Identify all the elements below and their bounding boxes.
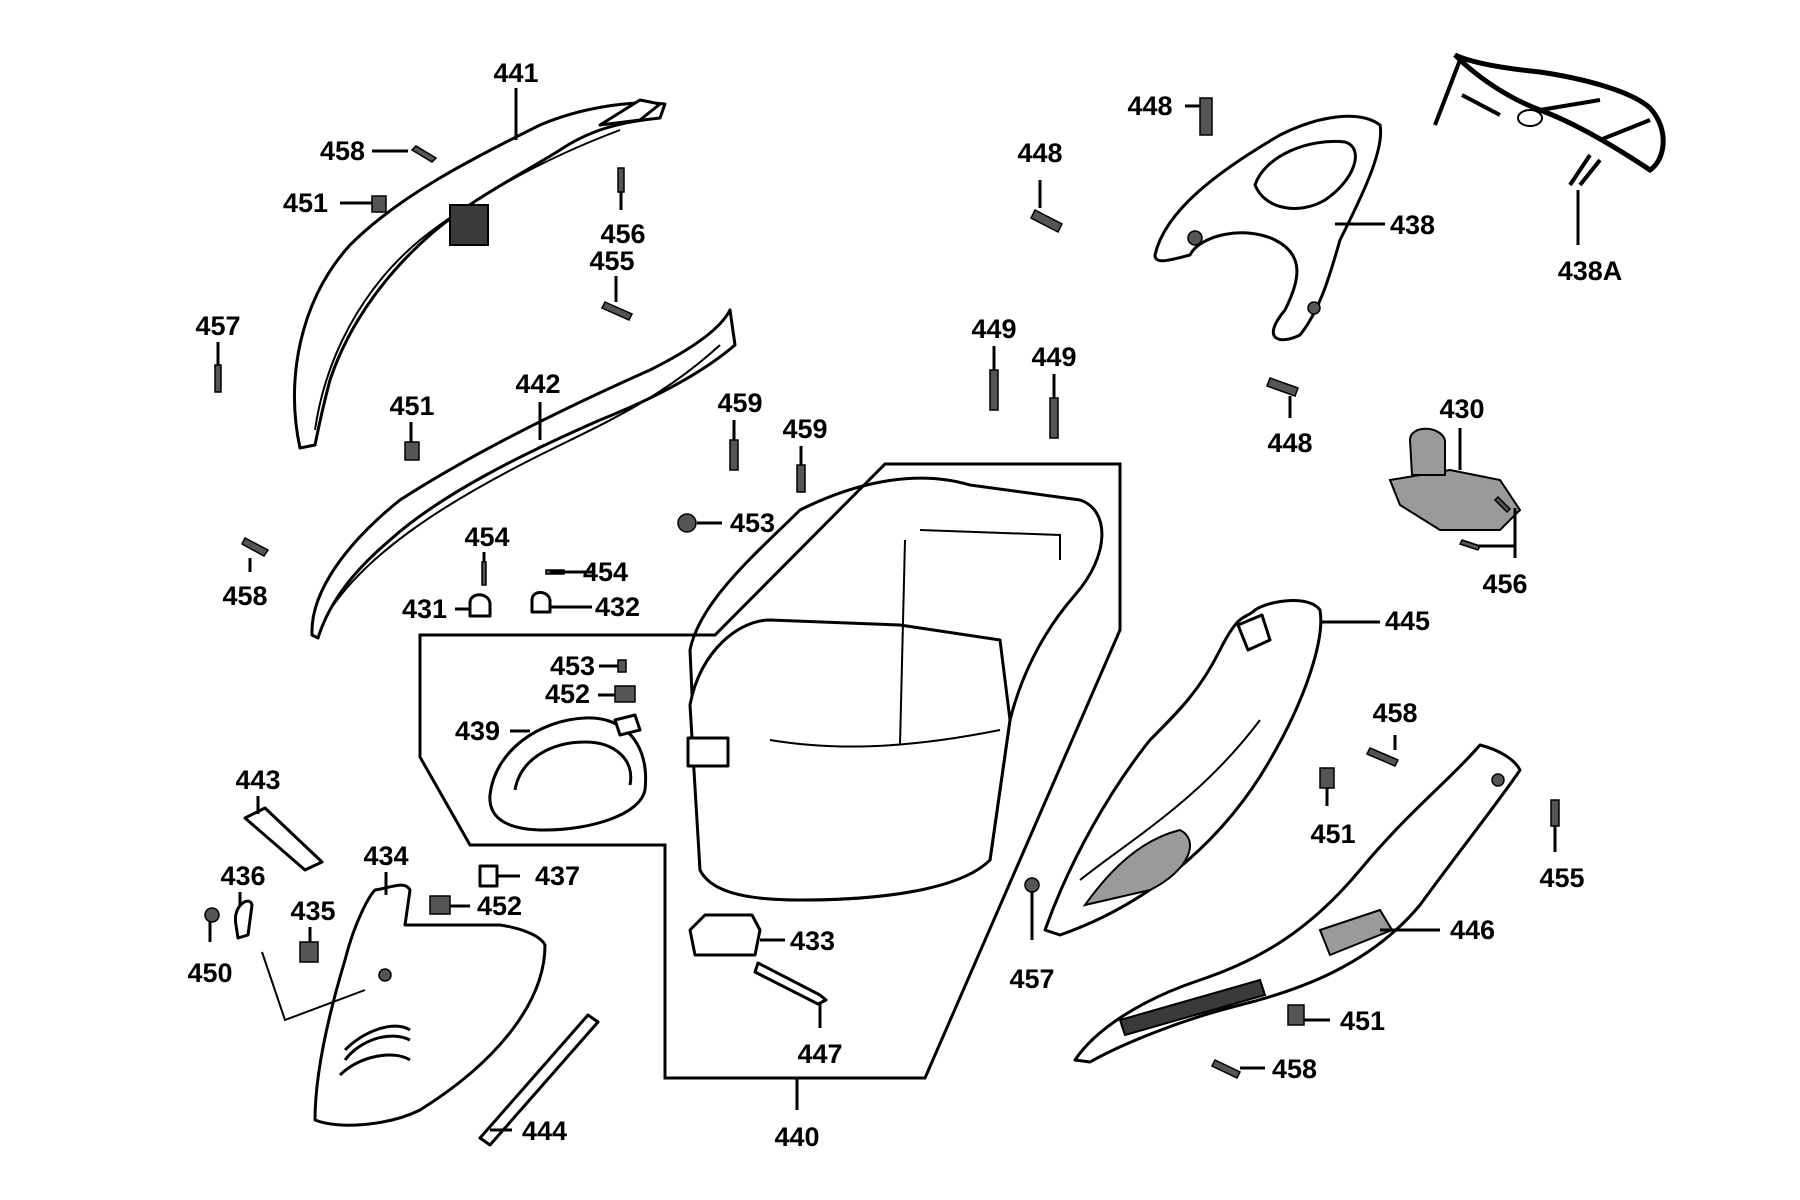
label-436: 436 [220,861,265,891]
label-456: 456 [1482,569,1527,599]
label-447: 447 [797,1039,842,1069]
label-441: 441 [493,58,538,88]
label-440: 440 [774,1122,819,1152]
label-439: 439 [455,716,500,746]
label-431: 431 [402,594,447,624]
part-441-tab [449,204,489,246]
label-458: 458 [1372,698,1417,728]
label-457: 457 [1009,964,1054,994]
label-451: 451 [1340,1006,1385,1036]
label-458: 458 [1272,1054,1317,1084]
label-454: 454 [583,557,628,587]
label-458: 458 [222,581,267,611]
label-452: 452 [545,679,590,709]
label-455: 455 [589,246,634,276]
label-433: 433 [790,926,835,956]
label-435: 435 [290,896,335,926]
label-448: 448 [1127,91,1172,121]
assembly-frame-440 [418,462,1122,1080]
label-432: 432 [595,592,640,622]
label-443: 443 [235,765,280,795]
part-441-front-cover [292,98,667,450]
part-433-latch [688,913,762,957]
part-445-rear-cover [1043,599,1323,937]
label-446: 446 [1450,915,1495,945]
label-445: 445 [1385,606,1430,636]
label-455: 455 [1539,863,1584,893]
part-444-tube [478,1013,600,1147]
label-459: 459 [782,414,827,444]
label-430: 430 [1439,394,1484,424]
part-438A-rack [1433,52,1666,187]
label-451: 451 [283,188,328,218]
part-434-inner-panel [313,883,547,1127]
label-458: 458 [320,136,365,166]
label-448: 448 [1017,138,1062,168]
label-453: 453 [550,651,595,681]
part-439-cover [488,713,648,832]
part-438-grab-rail [1153,114,1383,342]
label-454: 454 [464,522,509,552]
part-446-rear-strip [1073,743,1522,1064]
label-437: 437 [535,861,580,891]
part-447-rod [753,961,828,1006]
label-449: 449 [1031,342,1076,372]
label-457: 457 [195,311,240,341]
label-456: 456 [600,219,645,249]
label-452: 452 [477,891,522,921]
label-444: 444 [522,1116,567,1146]
label-451: 451 [389,391,434,421]
label-448: 448 [1267,428,1312,458]
leader-436-bracket [261,951,366,1022]
hardware [204,97,1560,1079]
part-labels: 441 458 451 456 455 457 442 451 458 459 … [187,58,1622,1152]
label-453: 453 [730,508,775,538]
part-440-storage-box [686,476,1104,902]
label-438: 438 [1390,210,1435,240]
part-442-side-strip [310,308,737,640]
label-459: 459 [717,388,762,418]
label-450: 450 [187,958,232,988]
label-442: 442 [515,369,560,399]
label-449: 449 [971,314,1016,344]
label-438A: 438A [1558,256,1623,286]
label-451: 451 [1310,819,1355,849]
part-430-bracket [1388,427,1522,531]
label-434: 434 [363,841,408,871]
leader-lines [208,88,1580,1132]
